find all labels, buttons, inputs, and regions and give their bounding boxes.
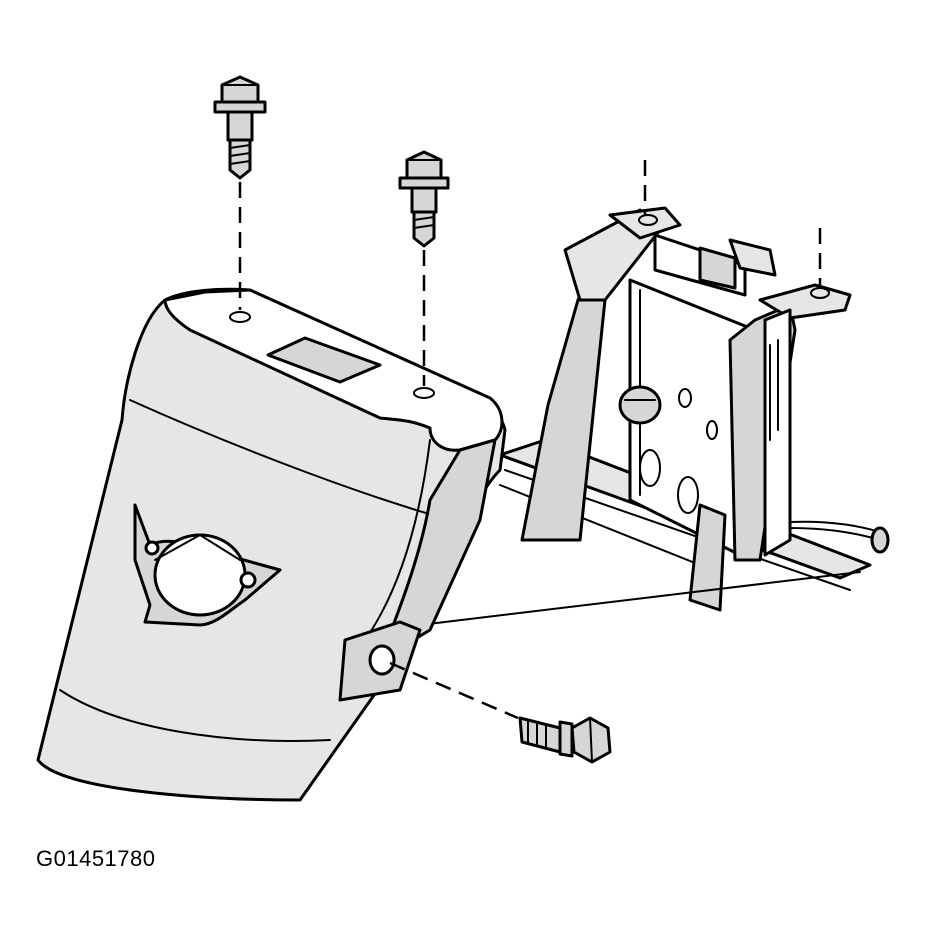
cover-housing [36,287,507,802]
bolt-lower [518,716,612,764]
bolt-lower-axis [389,661,519,720]
figure-id-label: G01451780 [36,846,156,871]
bolt-top-left [213,75,267,180]
bolt-top-middle [398,150,450,248]
mounting-bracket [419,206,890,626]
